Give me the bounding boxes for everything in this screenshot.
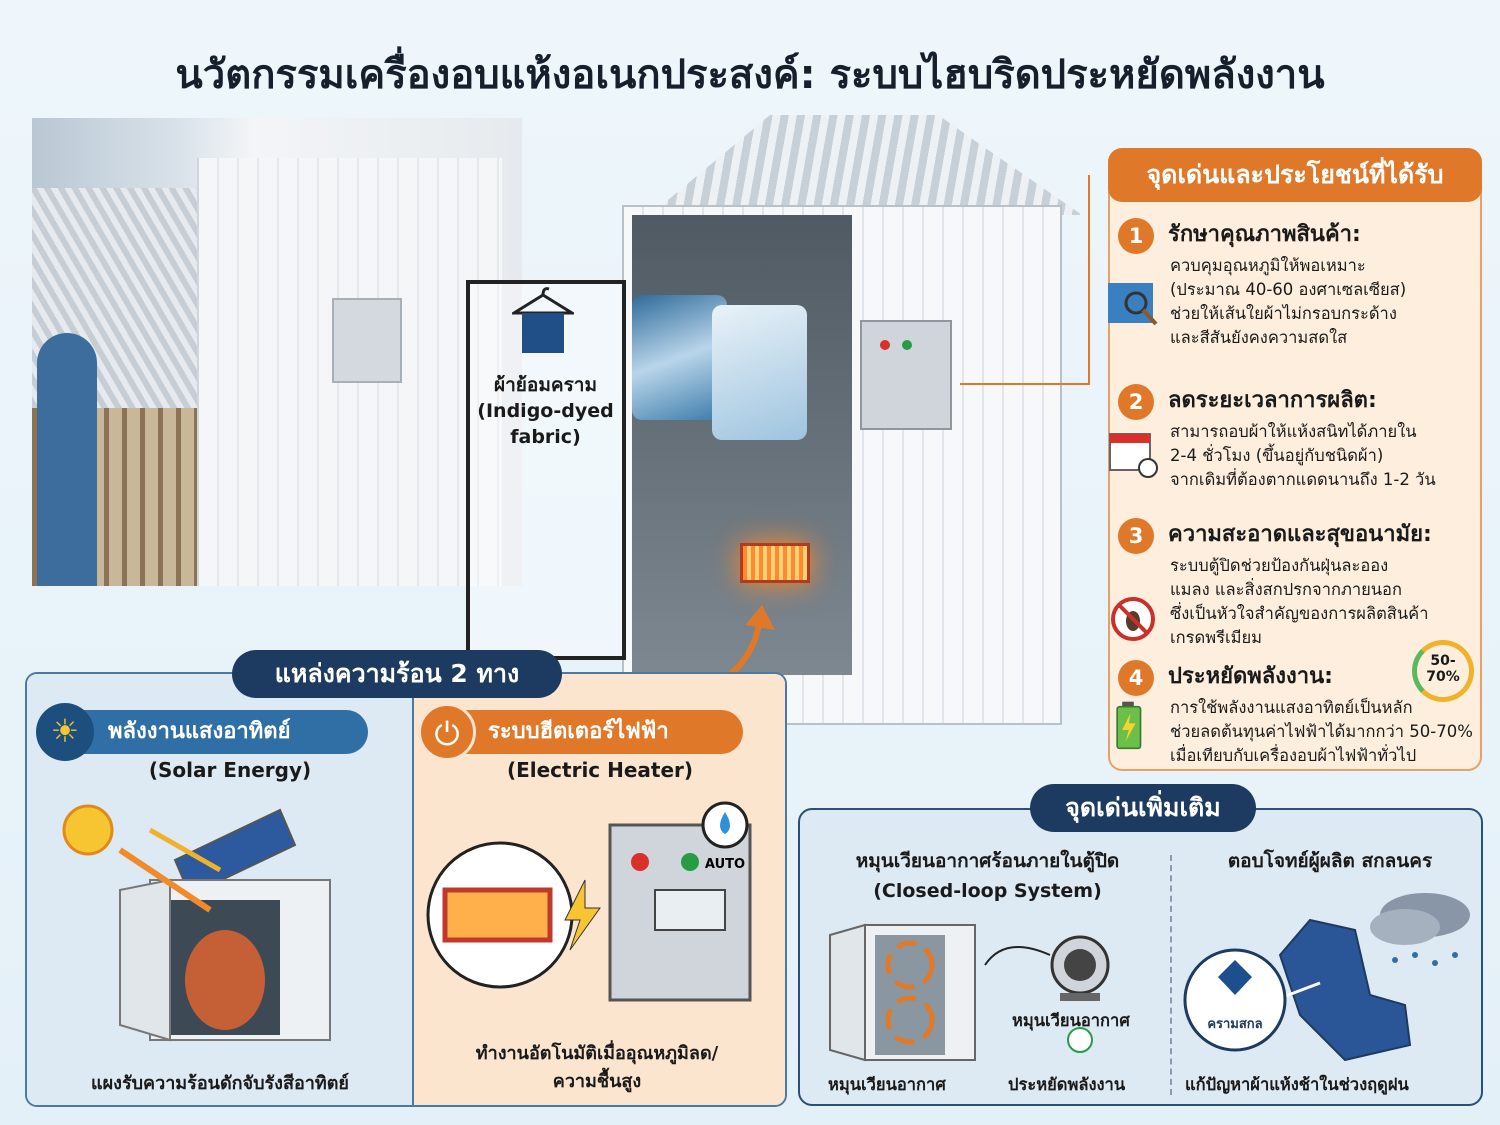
electric-caption: ทำงานอัตโนมัติเมื่ออุณหภูมิลด/ ความชื้นส…	[475, 1043, 719, 1092]
heat-sources-title: แหล่งความร้อน 2 ทาง	[232, 650, 562, 698]
savings-gauge: 50- 70%	[1412, 640, 1474, 702]
solar-caption: แผงรับความร้อนดักจับรังสีอาทิตย์	[91, 1073, 349, 1094]
benefit-text: ควบคุมอุณหภูมิให้พอเหมาะ (ประมาณ 40-60 อ…	[1170, 256, 1407, 347]
heater-icon	[740, 543, 810, 583]
electric-subtitle: (Electric Heater)	[506, 758, 694, 782]
sun-icon: ☀	[36, 703, 94, 761]
fabric-label: ผ้าย้อมคราม (Indigo-dyed fabric)	[477, 374, 614, 448]
auto-badge: AUTO	[705, 857, 745, 872]
sakon-nakhon-map-illustration: ครามสกล	[1183, 893, 1470, 1062]
kramsakon-logo: ครามสกล	[1207, 1017, 1262, 1032]
benefit-heading: ประหยัดพลังงาน:	[1168, 664, 1333, 689]
indigo-shirt	[712, 305, 807, 440]
benefit-text: การใช้พลังงานแสงอาทิตย์เป็นหลัก ช่วยลดต้…	[1170, 698, 1473, 765]
divider	[1170, 855, 1172, 1095]
rain-cloud-icon	[1370, 893, 1470, 966]
closed-loop-heading: หมุนเวียนอากาศร้อนภายในตู้ปิด	[855, 850, 1120, 872]
cabinet-photo	[32, 118, 522, 586]
fan-icon	[1050, 935, 1110, 1001]
no-insect-icon	[1111, 597, 1155, 641]
caption-circulation: หมุนเวียนอากาศ	[828, 1075, 946, 1094]
solar-cabinet-illustration	[62, 804, 331, 1042]
sakon-title: ตอบโจทย์ผู้ผลิต สกลนคร	[1227, 850, 1433, 872]
benefit-heading: ความสะอาดและสุขอนามัย:	[1168, 522, 1432, 547]
dryer-cabinet-illustration	[462, 115, 1092, 755]
benefit-heading: ลดระยะเวลาการผลิต:	[1168, 388, 1377, 413]
page-title: นวัตกรรมเครื่องอบแห้งอเนกประสงค์: ระบบไฮ…	[175, 52, 1325, 98]
benefit-number: 4	[1118, 660, 1154, 696]
power-icon: ⏻	[418, 703, 476, 761]
indigo-shirt	[632, 295, 727, 420]
electric-heater-illustration: AUTO	[426, 801, 752, 1002]
fabric-magnifier-icon	[1108, 283, 1158, 326]
closed-loop-subtitle: (Closed-loop System)	[873, 880, 1102, 902]
benefit-number: 2	[1118, 384, 1154, 420]
benefit-number: 3	[1118, 518, 1154, 554]
benefits-title: จุดเด่นและประโยชน์ที่ได้รับ	[1108, 148, 1482, 202]
closed-loop-title: หมุนเวียนอากาศร้อนภายในตู้ปิด (Closed-loo…	[805, 846, 1170, 906]
benefit-number: 1	[1118, 218, 1154, 254]
closed-loop-illustration	[829, 923, 1110, 1062]
calendar-clock-icon	[1109, 433, 1158, 478]
benefit-text: สามารถอบผ้าให้แห้งสนิทได้ภายใน 2-4 ชั่วโ…	[1170, 422, 1436, 489]
connector-line	[1088, 175, 1090, 385]
solar-subtitle: (Solar Energy)	[148, 758, 312, 782]
connector-line	[960, 383, 1088, 385]
sakon-caption: แก้ปัญหาผ้าแห้งช้าในช่วงฤดูฝน	[1185, 1075, 1409, 1094]
benefit-heading: รักษาคุณภาพสินค้า:	[1168, 222, 1361, 247]
extra-features-title: จุดเด่นเพิ่มเติม	[1030, 784, 1256, 832]
hanger-icon	[512, 287, 574, 353]
caption-fan: หมุนเวียนอากาศ	[1012, 1011, 1130, 1030]
battery-icon	[1116, 701, 1142, 750]
benefit-text: ระบบตู้ปิดช่วยป้องกันฝุ่นละออง แมลง และส…	[1170, 556, 1429, 647]
control-box	[860, 320, 952, 430]
caption-energy-saving: ประหยัดพลังงาน	[1008, 1075, 1126, 1094]
